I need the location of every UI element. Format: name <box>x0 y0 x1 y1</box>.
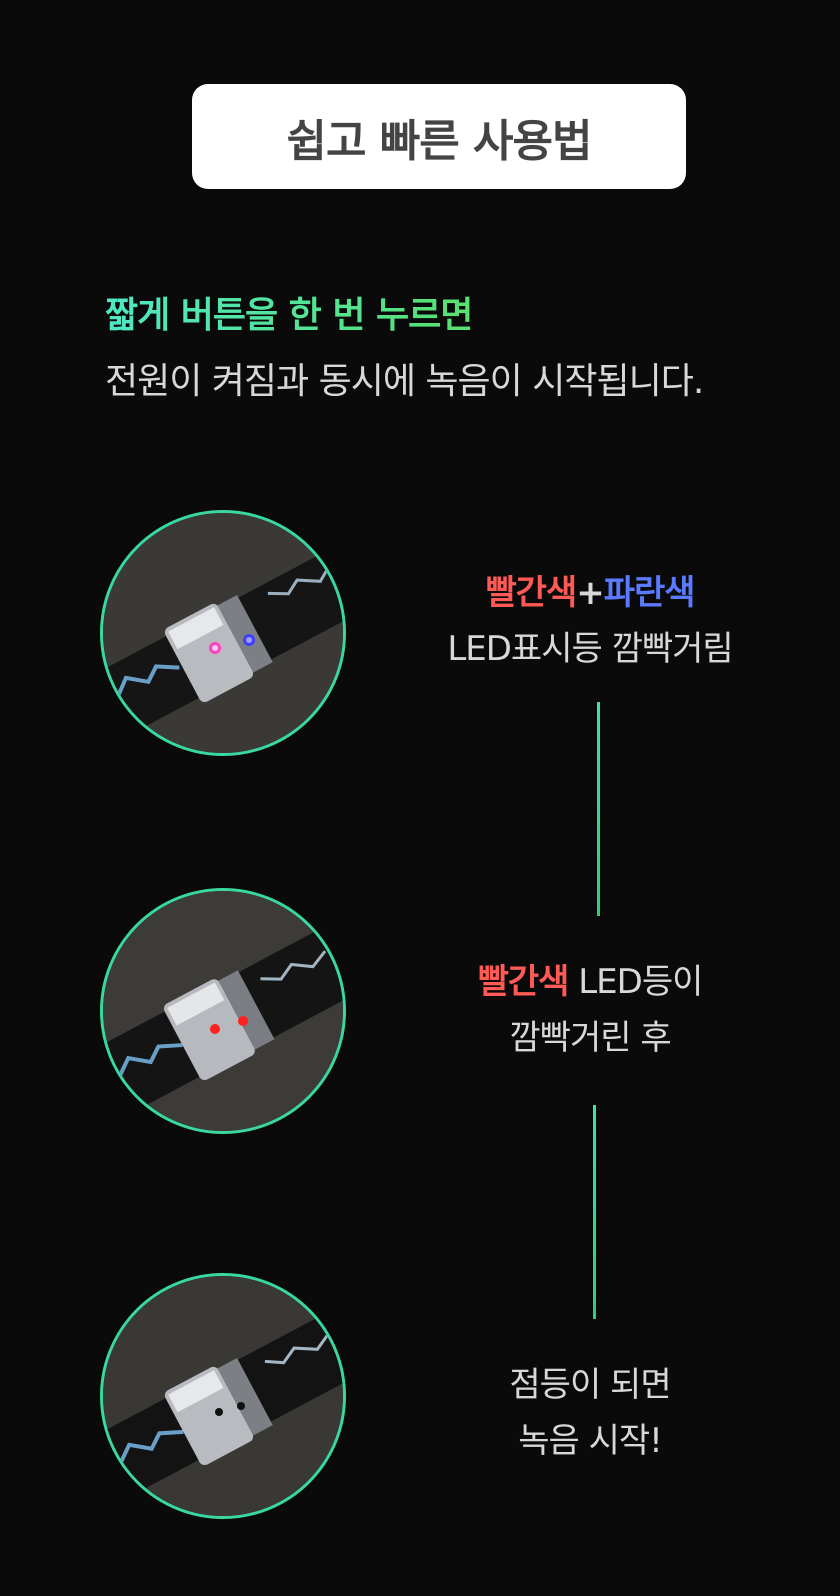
step-1-line2: LED표시등 깜빡거림 <box>447 629 733 669</box>
title-pill: 쉽고 빠른 사용법 <box>192 84 686 189</box>
step-2-line2: 깜빡거린 후 <box>509 1018 671 1058</box>
connector-line-2 <box>593 1105 596 1319</box>
connector-line-1 <box>597 702 600 916</box>
page-title: 쉽고 빠른 사용법 <box>286 115 593 167</box>
step-3-photo <box>100 1273 346 1519</box>
pen-led-off-image <box>103 1276 343 1516</box>
red-color-label: 빨간색 <box>485 573 577 613</box>
step-1-photo <box>100 510 346 756</box>
pen-led-red-blue-image <box>103 513 343 753</box>
step-2-photo <box>100 888 346 1134</box>
step-2-line1-rest: LED등이 <box>568 962 703 1002</box>
step-1-line1: 빨간색+파란색 <box>420 565 760 621</box>
plus-sign: + <box>576 573 604 613</box>
step-1-text: 빨간색+파란색 LED표시등 깜빡거림 <box>420 565 760 677</box>
intro-body: 전원이 켜짐과 동시에 녹음이 시작됩니다. <box>105 361 704 402</box>
step-3-line2: 녹음 시작! <box>518 1421 663 1461</box>
step-2-line1: 빨간색 LED등이 <box>420 954 760 1010</box>
step-3-text: 점등이 되면 녹음 시작! <box>420 1357 760 1469</box>
step-2-text: 빨간색 LED등이 깜빡거린 후 <box>420 954 760 1066</box>
pen-led-red-image <box>103 891 343 1131</box>
step-3-line1: 점등이 되면 <box>509 1365 671 1405</box>
red-color-label: 빨간색 <box>477 962 570 1002</box>
intro-block: 짧게 버튼을 한 번 누르면 전원이 켜짐과 동시에 녹음이 시작됩니다. <box>105 286 704 404</box>
intro-highlight: 짧게 버튼을 한 번 누르면 <box>105 286 473 338</box>
blue-color-label: 파란색 <box>603 573 696 613</box>
